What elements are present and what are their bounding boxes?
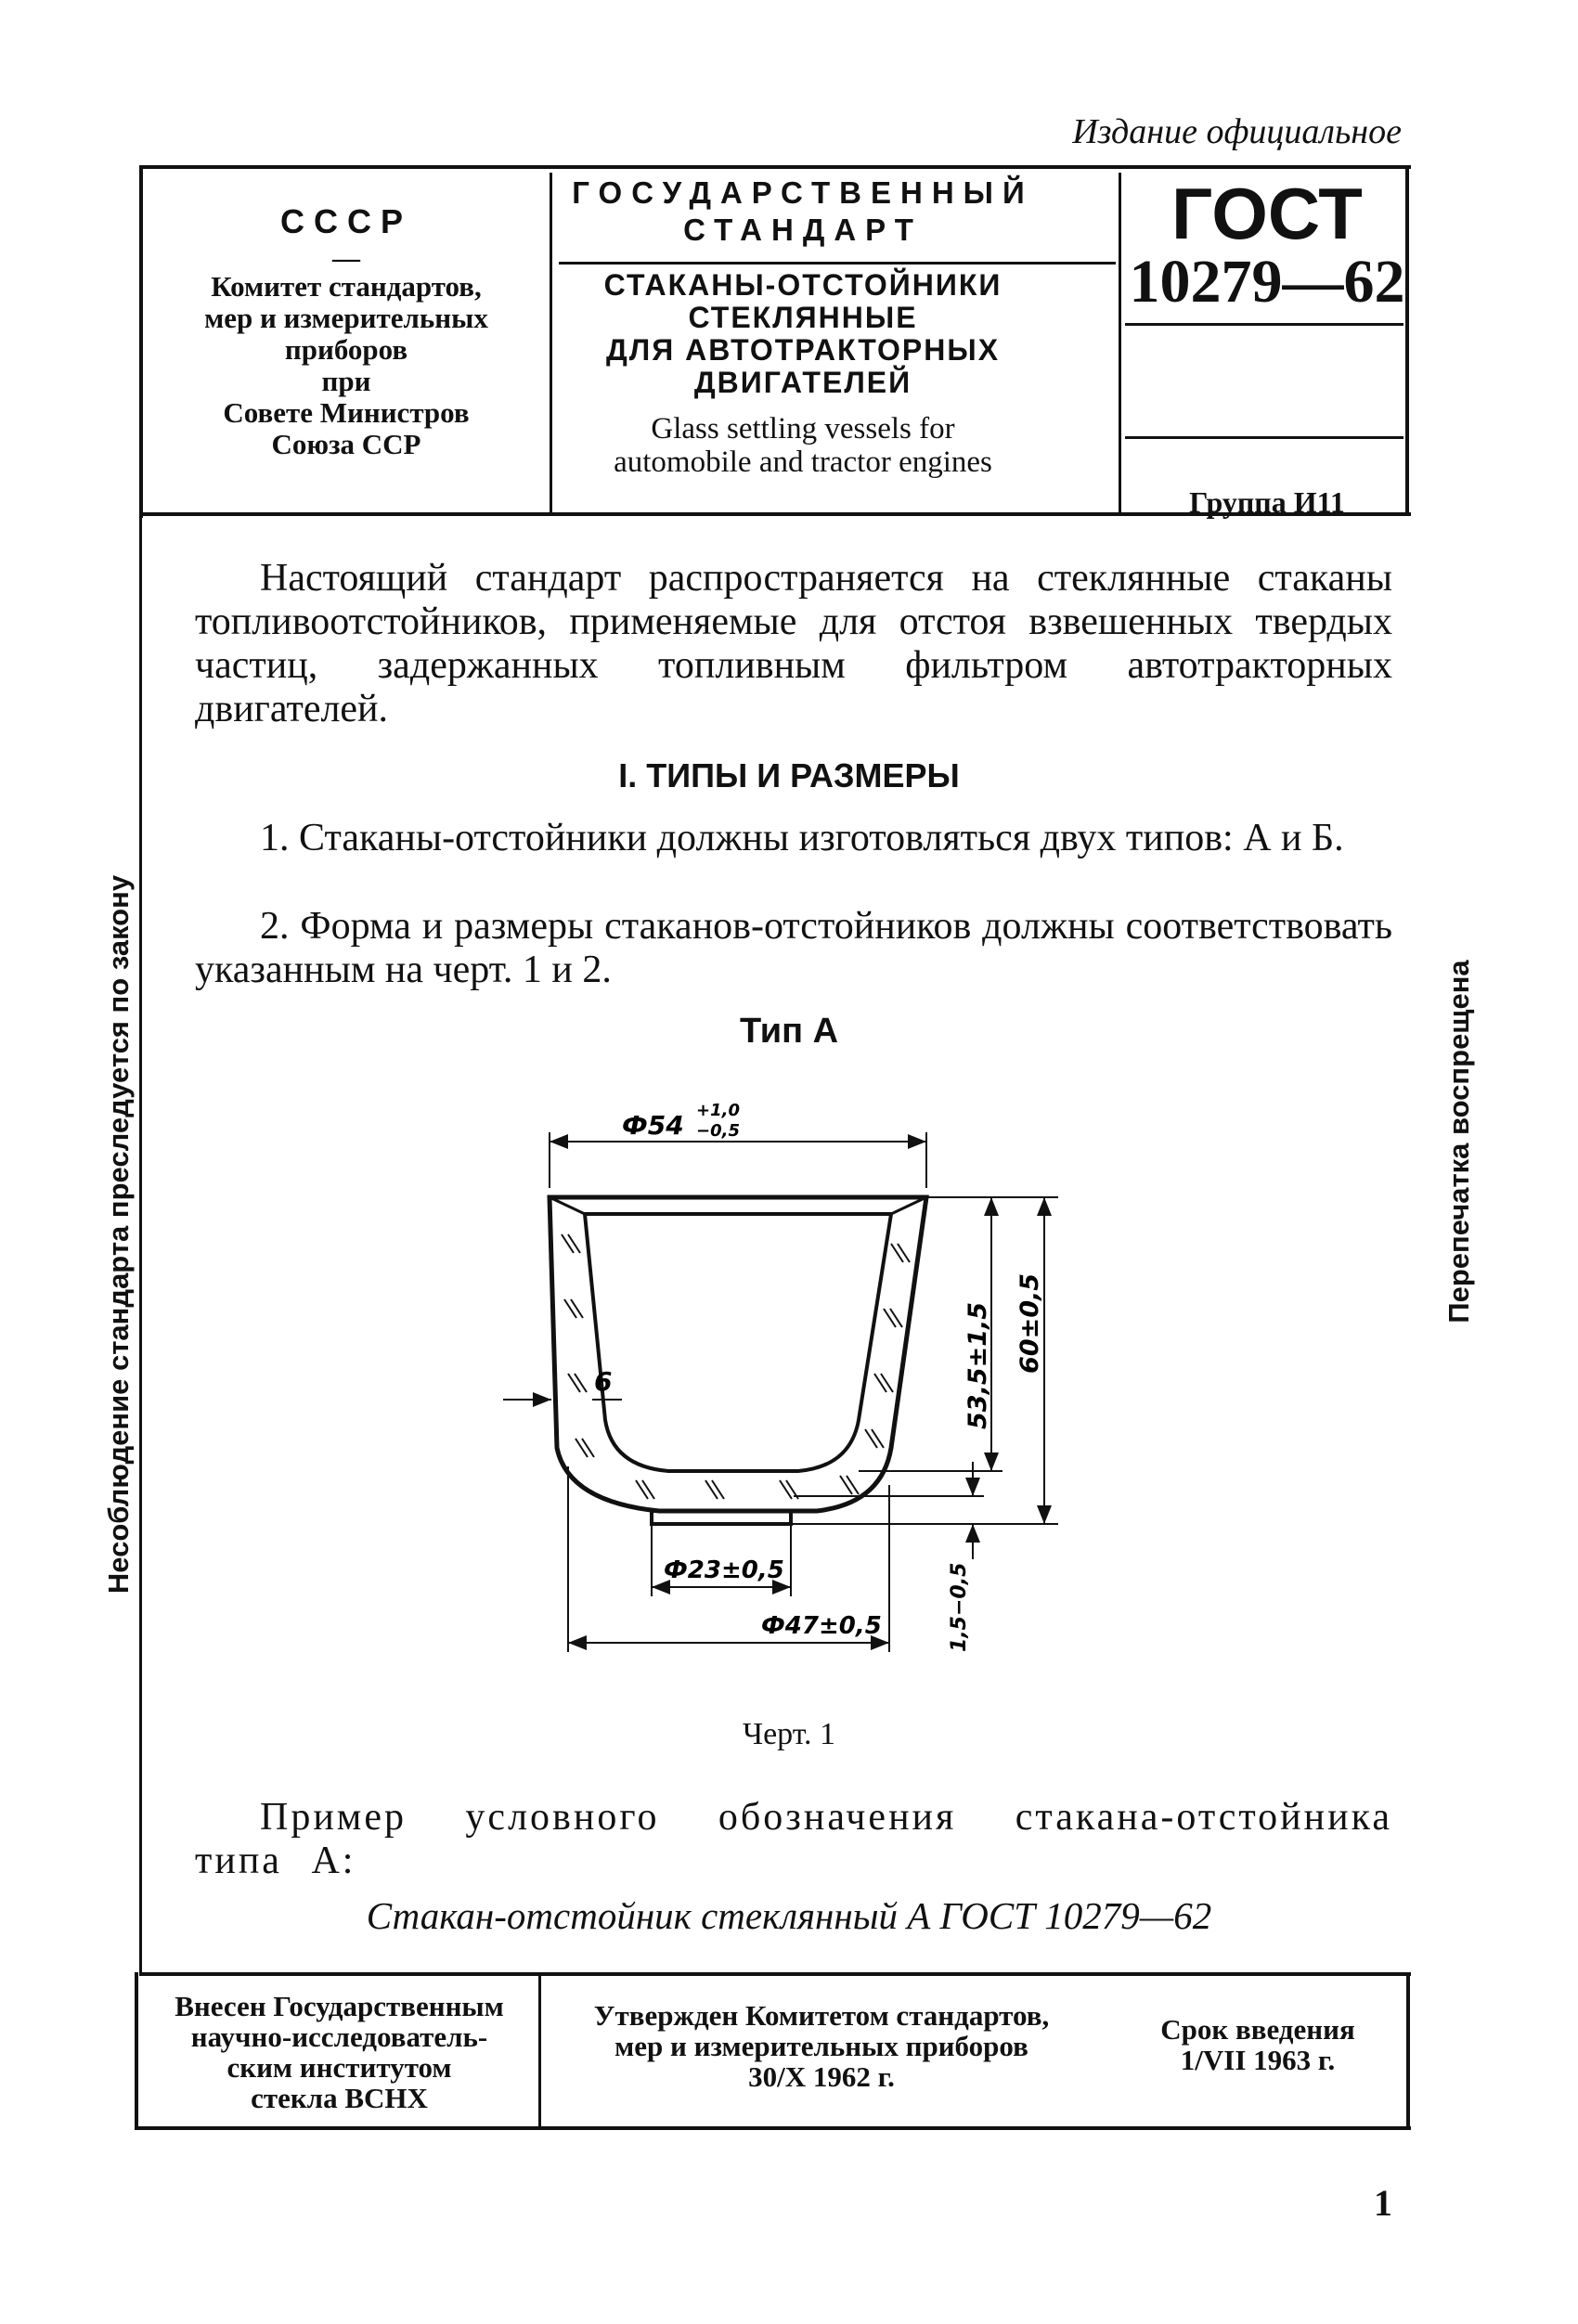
footer-line: научно-исследователь-	[190, 2021, 488, 2053]
header-bottom-rule	[139, 512, 1411, 516]
header-right-rule-2	[1125, 436, 1403, 439]
footer-left-rule	[135, 1972, 138, 2130]
title-line: ДЛЯ АВТОТРАКТОРНЫХ	[605, 333, 1001, 367]
header-divider-2	[1119, 173, 1121, 512]
vessel-inner-outline	[582, 1212, 894, 1473]
rim-chamfer	[549, 1195, 586, 1216]
footer-divider	[538, 1976, 541, 2126]
dim-height-outer-label: 60±0,5	[1015, 1273, 1044, 1374]
issuer-line: при	[321, 365, 371, 397]
gost-label: ГОСТ	[1171, 173, 1363, 254]
dim-bottom-inner-label: Ф23±0,5	[664, 1556, 784, 1584]
footer-line: мер и измерительных приборов	[614, 2030, 1028, 2062]
issuer-line: приборов	[284, 333, 408, 366]
footer-line: 30/X 1962 г.	[748, 2060, 895, 2093]
footer-submitted: Внесен Государственным научно-исследоват…	[142, 1991, 537, 2113]
footer-effective-date: Срок введения 1/VII 1963 г.	[1119, 2014, 1397, 2075]
page-number: 1	[1374, 2182, 1392, 2224]
title-line: СТЕКЛЯННЫЕ	[688, 301, 918, 334]
footer-line: 1/VII 1963 г.	[1180, 2044, 1336, 2076]
gost-block: ГОСТ 10279—62 Группа И11	[1128, 165, 1406, 520]
dim-bottom-outer-label: Ф47±0,5	[761, 1612, 882, 1640]
standard-header: СССР — Комитет стандартов, мер и измерит…	[139, 165, 1411, 520]
header-right-rule	[1405, 165, 1409, 514]
title-block: ГОСУДАРСТВЕННЫЙ СТАНДАРТ СТАКАНЫ-ОТСТОЙН…	[557, 165, 1049, 479]
dim-wall-label: 6	[594, 1366, 612, 1397]
country: СССР	[279, 202, 412, 240]
footer-right-rule	[1406, 1972, 1410, 2130]
type-title: Тип А	[739, 1012, 839, 1051]
intro-paragraph: Настоящий стандарт распространяется на с…	[195, 557, 1392, 730]
dim-top-tol-lower: −0,5	[696, 1121, 740, 1141]
figure-caption: Черт. 1	[742, 1717, 836, 1751]
example-label: Пример условного обозначения стакана-отс…	[195, 1796, 1392, 1882]
section-title: I. ТИПЫ И РАЗМЕРЫ	[618, 756, 960, 794]
footer-bottom-rule	[135, 2126, 1411, 2130]
vessel-foot	[650, 1509, 793, 1526]
issuer-line: Совете Министров	[223, 396, 470, 429]
english-title-line: Glass settling vessels for	[651, 412, 955, 445]
side-notice-left: Несоблюдение стандарта преследуется по з…	[102, 874, 135, 1595]
item-2: 2. Форма и размеры стаканов-отстойников …	[195, 905, 1392, 991]
issuer-line: Союза ССР	[271, 428, 421, 460]
issuer-block: СССР — Комитет стандартов, мер и измерит…	[147, 202, 546, 460]
standard-type-line: ГОСУДАРСТВЕННЫЙ	[572, 175, 1034, 210]
footer-line: Внесен Государственным	[175, 1990, 504, 2022]
dim-bottom-thick-label: 1,5−0,5	[948, 1563, 971, 1652]
country-dash: —	[332, 243, 360, 274]
footer-line: Утвержден Комитетом стандартов,	[593, 1999, 1050, 2032]
footer-top-rule	[139, 1972, 1411, 1976]
dim-top-label: Ф54	[622, 1110, 684, 1141]
glass-hatching	[561, 1233, 911, 1500]
dim-height-inner-label: 53,5±1,5	[964, 1302, 992, 1429]
header-top-rule	[139, 165, 1411, 169]
left-margin-rule	[139, 515, 142, 1972]
header-left-rule	[139, 165, 143, 518]
header-mid-rule	[559, 262, 1116, 265]
issuer-line: Комитет стандартов,	[211, 270, 482, 303]
group-label: Группа И11	[1189, 485, 1345, 519]
footer-approved: Утвержден Комитетом стандартов, мер и из…	[548, 2000, 1095, 2092]
footer-block: Внесен Государственным научно-исследоват…	[135, 1972, 1411, 2130]
footer-line: Срок введения	[1160, 2013, 1355, 2046]
english-title-line: automobile and tractor engines	[614, 445, 992, 479]
gost-number: 10279—62	[1129, 248, 1405, 316]
header-right-rule-1	[1125, 323, 1403, 326]
rim-chamfer	[890, 1195, 927, 1216]
vessel-drawing: Ф54 +1,0 −0,5 6 60±0,5 53,5±1,5 1,5−0,5 …	[503, 1101, 1058, 1652]
example-value: Стакан-отстойник стеклянный А ГОСТ 10279…	[366, 1894, 1212, 1937]
dim-top-tol-upper: +1,0	[696, 1101, 740, 1120]
title-line: СТАКАНЫ-ОТСТОЙНИКИ	[603, 268, 1002, 302]
issuer-line: мер и измерительных	[204, 302, 488, 334]
footer-line: стекла ВСНХ	[251, 2082, 428, 2114]
header-divider-1	[550, 173, 552, 512]
title-line: ДВИГАТЕЛЕЙ	[693, 366, 912, 399]
footer-line: ским институтом	[226, 2051, 452, 2084]
standard-type-line: СТАНДАРТ	[683, 213, 923, 247]
edition-label: Издание официальное	[1072, 112, 1402, 151]
item-1: 1. Стаканы-отстойники должны изготовлять…	[260, 817, 1344, 859]
